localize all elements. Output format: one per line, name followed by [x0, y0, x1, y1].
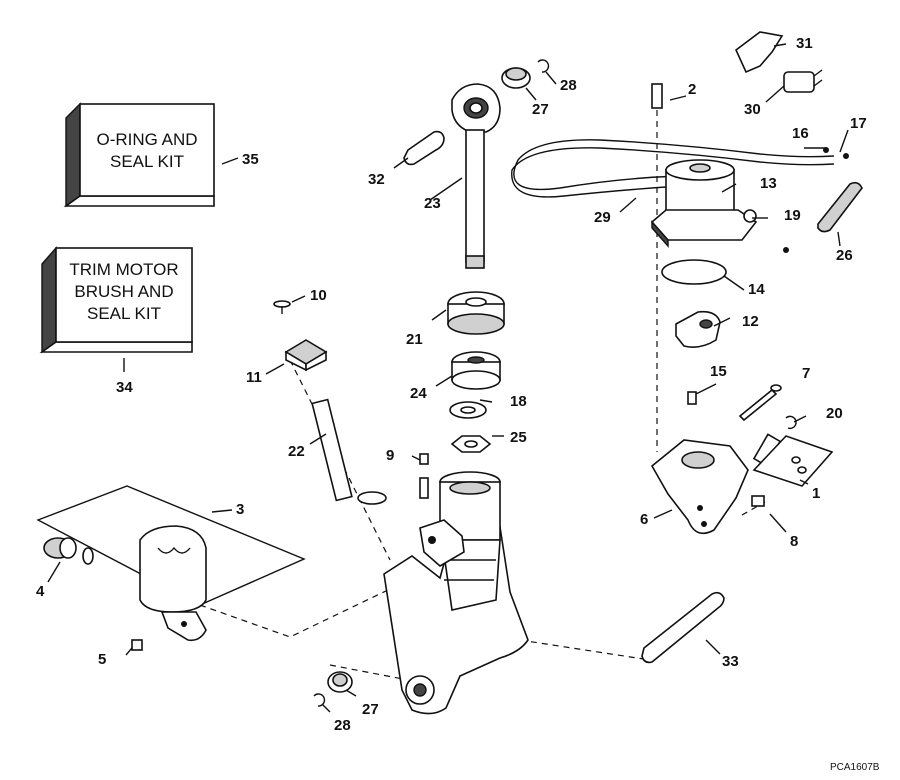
callout-5: 5 [98, 651, 106, 668]
callout-13: 13 [760, 175, 777, 192]
retaining-ring-part-28-bottom [313, 693, 326, 707]
gasket-part-1 [752, 435, 834, 487]
callout-27-top: 27 [532, 101, 549, 118]
seal-kit-box: O-RING AND SEAL KIT [63, 102, 215, 208]
valve-part-11 [284, 339, 328, 372]
tube-part-22 [311, 398, 387, 505]
callout-11: 11 [246, 369, 262, 386]
bushing-part-4 [43, 537, 94, 565]
rod-part-33 [641, 591, 725, 664]
trim-kit-line2: BRUSH AND [74, 282, 173, 301]
callout-34: 34 [116, 379, 133, 396]
ram-rod-part-23 [451, 83, 501, 269]
callout-8: 8 [790, 533, 798, 550]
terminal-parts-16-17 [823, 147, 849, 159]
trim-kit-line3: SEAL KIT [87, 304, 161, 323]
seal-kit-line2: SEAL KIT [110, 152, 184, 171]
bushing-part-27-bottom [327, 671, 353, 693]
callout-28-top: 28 [560, 77, 577, 94]
callout-15: 15 [710, 363, 727, 380]
callout-17: 17 [850, 115, 867, 132]
callout-33: 33 [722, 653, 739, 670]
anode-cover [139, 525, 207, 642]
callout-4: 4 [36, 583, 45, 600]
screw-part-15 [687, 391, 697, 405]
screw-part-5 [125, 639, 143, 656]
callout-26: 26 [836, 247, 853, 264]
pump-part-6 [650, 433, 782, 535]
cap-part-21 [447, 291, 505, 335]
bracket-part-31 [735, 31, 784, 74]
wire-harness-part-29 [511, 139, 835, 198]
trim-motor-kit-box: TRIM MOTOR BRUSH AND SEAL KIT [39, 246, 193, 354]
callout-32: 32 [368, 171, 385, 188]
callout-18: 18 [510, 393, 527, 410]
screw-part-10 [273, 300, 291, 314]
drawing-code: PCA1607B [830, 762, 880, 773]
callout-14: 14 [748, 281, 765, 298]
screw-part-8 [751, 495, 765, 507]
screw-part-9 [419, 453, 429, 499]
cover-part-12 [675, 310, 721, 348]
callout-27-bottom: 27 [362, 701, 379, 718]
connector-part-30 [783, 69, 823, 93]
callout-12: 12 [742, 313, 759, 330]
callout-numbers: 1 2 3 4 5 6 7 8 9 10 11 12 13 14 15 16 1… [36, 35, 867, 734]
callout-9: 9 [386, 447, 394, 464]
o-ring-part-14 [661, 259, 727, 285]
bushing-part-27-top [501, 67, 531, 89]
callout-16: 16 [792, 125, 809, 142]
seal-kit-line1: O-RING AND [96, 130, 197, 149]
callout-6: 6 [640, 511, 648, 528]
callout-7: 7 [802, 365, 810, 382]
callout-30: 30 [744, 101, 761, 118]
callout-leaders [47, 43, 849, 713]
callout-2: 2 [688, 81, 696, 98]
pin-part-32 [403, 130, 445, 166]
nut-part-25 [450, 435, 492, 453]
trim-kit-line1: TRIM MOTOR [69, 260, 178, 279]
callout-22: 22 [288, 443, 305, 460]
callout-20: 20 [826, 405, 843, 422]
callout-28-bottom: 28 [334, 717, 351, 734]
screw-part-2 [651, 83, 663, 109]
washer-part-18 [449, 401, 487, 419]
callout-19: 19 [784, 207, 801, 224]
clip-part-19 [743, 209, 789, 253]
callout-31: 31 [796, 35, 813, 52]
callout-25: 25 [510, 429, 527, 446]
piston-part-24 [451, 351, 501, 390]
trim-motor-part-13 [650, 159, 758, 248]
bolt-part-7 [738, 384, 782, 422]
callout-3: 3 [236, 501, 244, 518]
callout-35: 35 [242, 151, 259, 168]
trim-housing [383, 471, 529, 715]
callout-23: 23 [424, 195, 441, 212]
callout-1: 1 [812, 485, 820, 502]
retaining-ring-part-28-top [537, 59, 550, 73]
callout-29: 29 [594, 209, 611, 226]
sleeve-part-26 [817, 181, 863, 233]
callout-21: 21 [406, 331, 423, 348]
callout-24: 24 [410, 385, 427, 402]
callout-10: 10 [310, 287, 327, 304]
